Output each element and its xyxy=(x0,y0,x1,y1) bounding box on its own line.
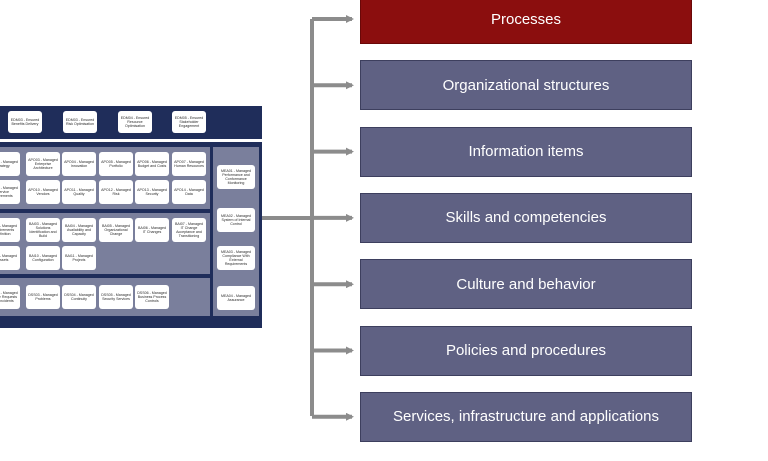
bai-process-box: BAI11 - Managed Projects xyxy=(62,246,96,270)
bai-process-box: BAI07 - Managed IT Change Acceptance and… xyxy=(172,218,206,242)
apo-process-box: APO06 - Managed Budget and Costs xyxy=(135,152,169,176)
mea-process-box: MEA02 - Managed System of Internal Contr… xyxy=(217,208,255,232)
enabler-box: Services, infrastructure and application… xyxy=(360,391,692,442)
dss-process-box: DSS06 - Managed Business Process Control… xyxy=(135,285,169,309)
enabler-label: Culture and behavior xyxy=(456,275,596,293)
apo-process-box: APO07 - Managed Human Resources xyxy=(172,152,206,176)
edm-process-box: EDM05 - Ensured Stakeholder Engagement xyxy=(172,111,206,133)
mea-process-box: MEA03 - Managed Compliance With External… xyxy=(217,246,255,270)
enabler-box: Policies and procedures xyxy=(360,325,692,376)
enabler-label: Organizational structures xyxy=(442,76,610,94)
enabler-label: Services, infrastructure and application… xyxy=(393,408,659,426)
mea-process-box: MEA01 - Managed Performance and Conforma… xyxy=(217,165,255,189)
apo-process-box: APO10 - Managed Vendors xyxy=(26,180,60,204)
enabler-box: Skills and competencies xyxy=(360,192,692,243)
bai-process-box: BAI06 - Managed IT Changes xyxy=(135,218,169,242)
apo-process-box: APO09 - Managed Service Agreements xyxy=(0,180,20,204)
mea-process-box: MEA04 - Managed Assurance xyxy=(217,286,255,310)
bai-process-box: BAI09 - Managed Assets xyxy=(0,246,20,270)
dss-process-box: DSS02 - Managed Service Requests and Inc… xyxy=(0,285,20,309)
apo-process-box: APO02 - Managed Strategy xyxy=(0,152,20,176)
apo-process-box: APO04 - Managed Innovation xyxy=(62,152,96,176)
enabler-box: Processes xyxy=(360,0,692,44)
apo-process-box: APO12 - Managed Risk xyxy=(99,180,133,204)
enabler-label: Processes xyxy=(490,10,562,28)
bai-process-box: BAI05 - Managed Organizational Change xyxy=(99,218,133,242)
edm-process-box: EDM03 - Ensured Benefits Delivery xyxy=(8,111,42,133)
apo-process-box: APO11 - Managed Quality xyxy=(62,180,96,204)
bai-process-box: BAI04 - Managed Availability and Capacit… xyxy=(62,218,96,242)
dss-process-box: DSS05 - Managed Security Services xyxy=(99,285,133,309)
apo-process-box: APO03 - Managed Enterprise Architecture xyxy=(26,152,60,176)
dss-process-box: DSS03 - Managed Problems xyxy=(26,285,60,309)
edm-process-box: EDM04 - Ensured Resource Optimisation xyxy=(118,111,152,133)
enabler-box: Information items xyxy=(360,126,692,177)
enabler-box: Culture and behavior xyxy=(360,259,692,310)
enabler-box: Organizational structures xyxy=(360,60,692,111)
dss-process-box: DSS04 - Managed Continuity xyxy=(62,285,96,309)
apo-process-box: APO13 - Managed Security xyxy=(135,180,169,204)
enabler-label: Information items xyxy=(468,143,584,161)
bai-process-box: BAI03 - Managed Solutions Identification… xyxy=(26,218,60,242)
bai-process-box: BAI02 - Managed Requirements Definition xyxy=(0,218,20,242)
enabler-label: Policies and procedures xyxy=(445,342,607,359)
apo-process-box: APO05 - Managed Portfolio xyxy=(99,152,133,176)
apo-process-box: APO14 - Managed Data xyxy=(172,180,206,204)
enabler-label: Skills and competencies xyxy=(445,209,607,227)
edm-process-box: EDM03 - Ensured Risk Optimisation xyxy=(63,111,97,133)
bai-process-box: BAI10 - Managed Configuration xyxy=(26,246,60,270)
